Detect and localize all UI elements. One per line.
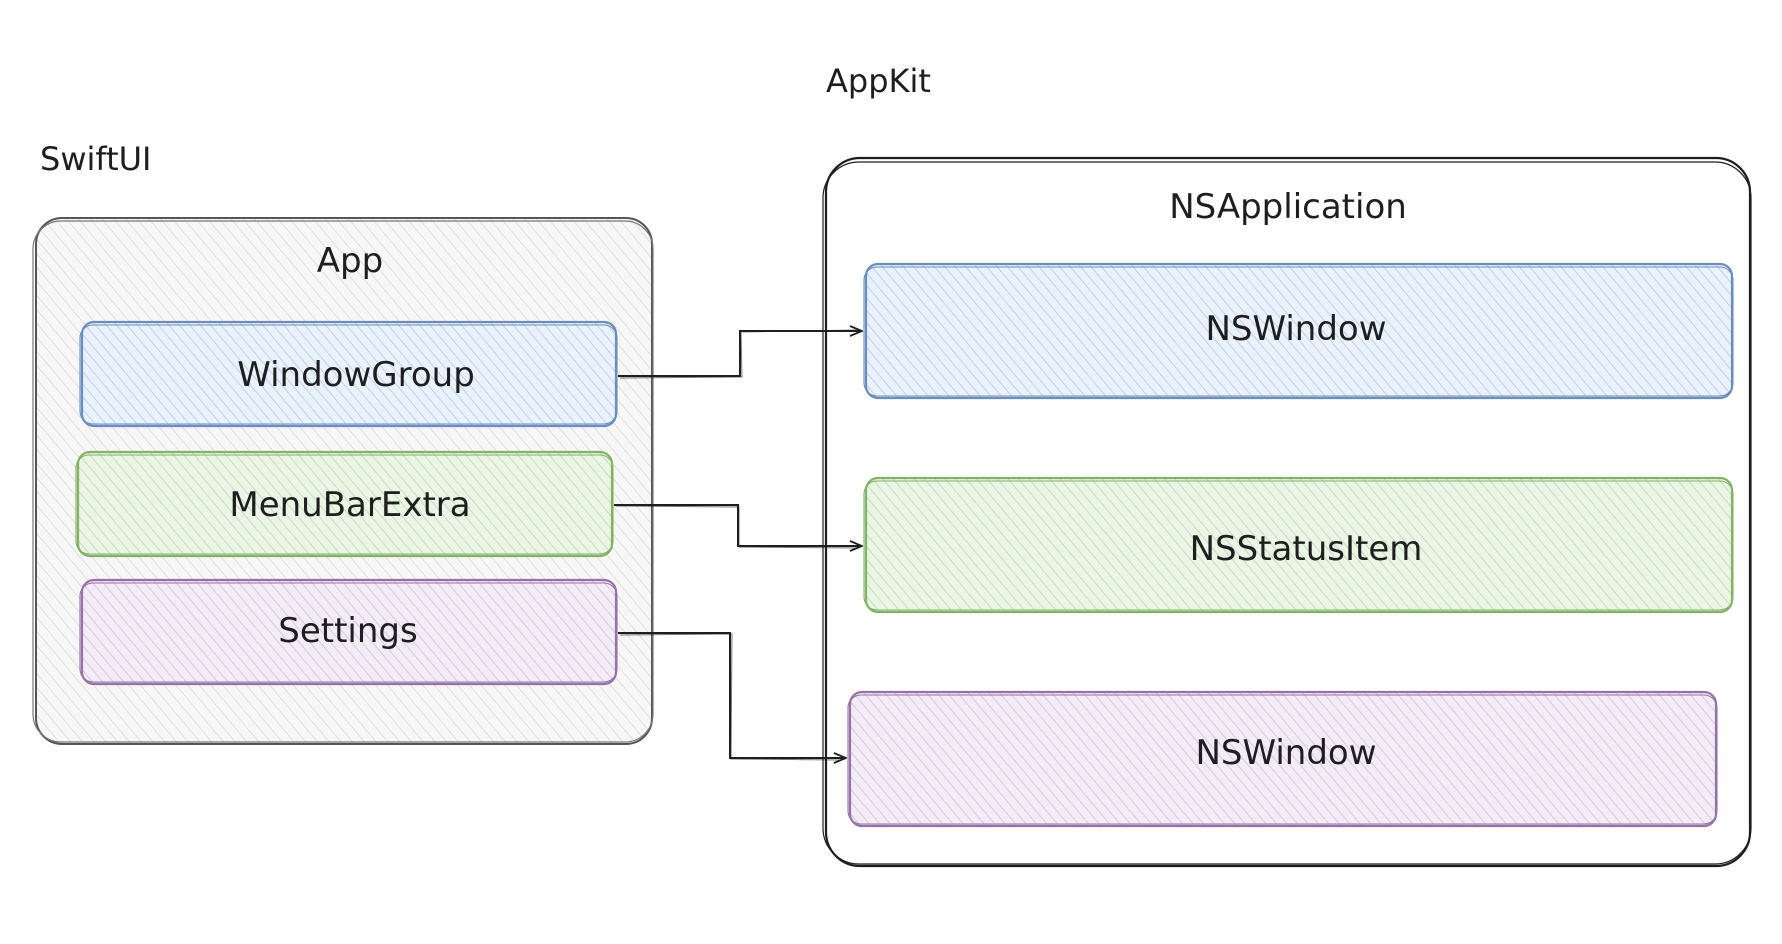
app-title: App	[317, 241, 383, 281]
settings-box	[79, 578, 618, 686]
menubarextra-label: MenuBarExtra	[229, 485, 470, 525]
nsstatusitem-box	[863, 476, 1734, 614]
settings-label: Settings	[278, 611, 417, 651]
nsstatusitem-label: NSStatusItem	[1190, 529, 1423, 569]
nsapplication-title: NSApplication	[1169, 187, 1407, 227]
settings-to-nswindow-arrow	[618, 632, 846, 758]
menubarextra-box	[75, 450, 614, 558]
windowgroup-label: WindowGroup	[237, 355, 475, 395]
nswindow-box	[863, 262, 1734, 400]
swiftui-section-title: SwiftUI	[40, 140, 151, 178]
windowgroup-box	[79, 320, 618, 428]
nswindow-label: NSWindow	[1205, 309, 1386, 349]
nswindow-settings-label: NSWindow	[1195, 733, 1376, 773]
menubarextra-to-nsstatusitem-arrow	[614, 504, 862, 546]
nswindow-settings-box	[847, 690, 1718, 828]
appkit-section-title: AppKit	[826, 62, 931, 100]
